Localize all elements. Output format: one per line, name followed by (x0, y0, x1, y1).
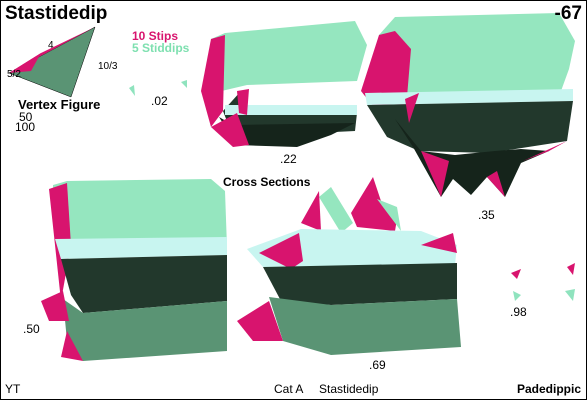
section-035-shape (361, 13, 575, 197)
author-initials: YT (5, 382, 21, 396)
vertex-figure-number-1: 50 (19, 110, 33, 124)
vertex-label-5-2: 5/2 (7, 69, 21, 80)
section-label-035: .35 (478, 208, 495, 222)
footer-name: Stastidedip (319, 382, 379, 396)
section-label-002: .02 (151, 94, 168, 108)
category-label: Cat A (274, 382, 304, 396)
index-code: -67 (554, 3, 582, 24)
section-label-098: .98 (510, 305, 527, 319)
cross-sections-title: Cross Sections (223, 175, 311, 189)
family-name: Padedippic (516, 382, 581, 396)
page-title: Stastidedip (5, 3, 108, 24)
vertex-figure-title: Vertex Figure (18, 97, 101, 112)
section-022-shape (201, 21, 367, 147)
vertex-figure-number-2: 100 (15, 120, 36, 134)
section-002-shape (129, 80, 187, 96)
section-label-050: .50 (23, 322, 40, 336)
section-label-022: .22 (280, 152, 297, 166)
vertex-label-10-3: 10/3 (98, 61, 118, 72)
section-label-069: .69 (369, 358, 386, 372)
vertex-figure-shape (8, 26, 96, 98)
legend-stips: 10 Stips (132, 29, 179, 43)
section-098-shape (511, 263, 575, 301)
legend-stiddips: 5 Stiddips (132, 41, 190, 55)
section-069-shape (237, 177, 461, 355)
section-050-shape (41, 179, 227, 361)
vertex-label-4: 4 (48, 40, 54, 51)
